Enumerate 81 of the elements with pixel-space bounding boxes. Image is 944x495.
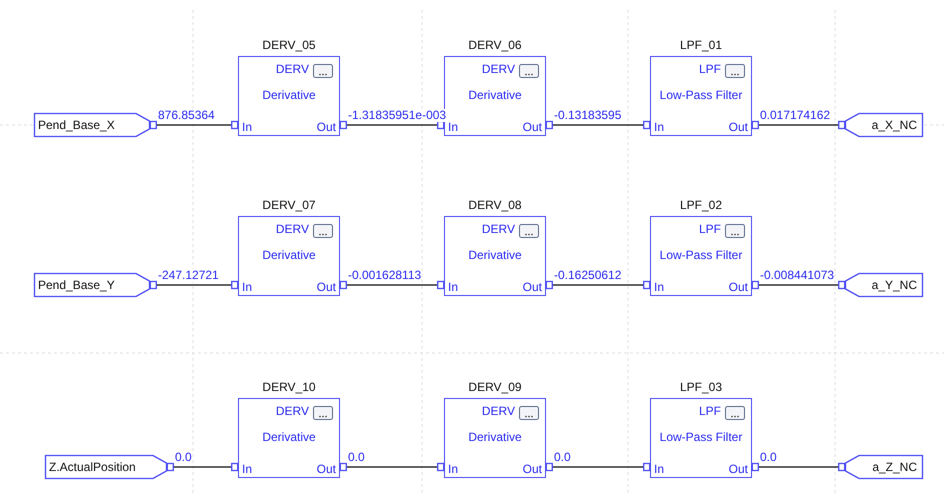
block-description: Derivative bbox=[261, 248, 317, 262]
block-tag-name: DERV_06 bbox=[467, 38, 523, 52]
output-pin-label: Out bbox=[522, 280, 542, 294]
block-tag-name: DERV_10 bbox=[261, 380, 317, 394]
instruction-name: LPF bbox=[698, 222, 721, 236]
block-tag-name: LPF_01 bbox=[678, 38, 724, 52]
wire bbox=[150, 120, 238, 130]
tag-name: Pend_Base_X bbox=[38, 118, 115, 132]
block-tag-name: DERV_05 bbox=[261, 38, 317, 52]
edge-label: 876.85364 bbox=[158, 109, 215, 122]
block-tag-name: LPF_02 bbox=[678, 198, 724, 212]
output-reference-tag bbox=[845, 455, 923, 479]
instruction-name: DERV bbox=[276, 62, 309, 76]
edge-label: 0.0 bbox=[554, 451, 571, 464]
wire bbox=[340, 280, 444, 290]
wire bbox=[546, 280, 650, 290]
input-pin-label: In bbox=[654, 120, 664, 134]
input-pin-label: In bbox=[654, 462, 664, 476]
edge-label: -247.12721 bbox=[158, 269, 219, 282]
block-description: Low-Pass Filter bbox=[658, 430, 744, 444]
block-description: Derivative bbox=[467, 430, 523, 444]
block-tag-name: DERV_08 bbox=[467, 198, 523, 212]
edge-label: -0.16250612 bbox=[554, 269, 622, 282]
block-description: Low-Pass Filter bbox=[658, 88, 744, 102]
instruction-name: DERV bbox=[482, 222, 515, 236]
tag-name: a_Z_NC bbox=[872, 460, 917, 474]
block-description: Derivative bbox=[261, 430, 317, 444]
edge-label: 0.017174162 bbox=[760, 109, 830, 122]
input-pin-label: In bbox=[448, 120, 458, 134]
wire bbox=[752, 120, 846, 130]
output-pin-label: Out bbox=[316, 120, 336, 134]
edge-label: -1.31835951e-003 bbox=[348, 109, 446, 122]
block-tag-name: DERV_09 bbox=[467, 380, 523, 394]
output-pin-label: Out bbox=[728, 120, 748, 134]
output-pin-label: Out bbox=[728, 280, 748, 294]
wire bbox=[546, 120, 650, 130]
instruction-name: LPF bbox=[698, 62, 721, 76]
edge-label: 0.0 bbox=[760, 451, 777, 464]
output-pin-label: Out bbox=[522, 120, 542, 134]
input-reference-tag bbox=[34, 113, 150, 137]
output-pin-label: Out bbox=[522, 462, 542, 476]
wire bbox=[340, 462, 444, 472]
input-reference-tag bbox=[45, 455, 167, 479]
wire bbox=[150, 280, 238, 290]
edge-label: -0.008441073 bbox=[760, 269, 834, 282]
input-pin-label: In bbox=[448, 462, 458, 476]
edge-label: -0.001628113 bbox=[348, 269, 422, 282]
input-pin-label: In bbox=[654, 280, 664, 294]
output-reference-tag bbox=[845, 273, 923, 297]
instruction-name: LPF bbox=[698, 404, 721, 418]
instruction-name: DERV bbox=[276, 404, 309, 418]
wire bbox=[752, 280, 846, 290]
instruction-name: DERV bbox=[276, 222, 309, 236]
input-pin-label: In bbox=[242, 462, 252, 476]
instruction-name: DERV bbox=[482, 62, 515, 76]
edge-label: 0.0 bbox=[175, 451, 192, 464]
wire bbox=[340, 120, 444, 130]
tag-name: Z.ActualPosition bbox=[49, 460, 136, 474]
block-description: Low-Pass Filter bbox=[658, 248, 744, 262]
edge-label: -0.13183595 bbox=[554, 109, 622, 122]
input-reference-tag bbox=[34, 273, 150, 297]
edge-label: 0.0 bbox=[348, 451, 365, 464]
wire bbox=[546, 462, 650, 472]
output-pin-label: Out bbox=[316, 280, 336, 294]
block-tag-name: DERV_07 bbox=[261, 198, 317, 212]
output-pin-label: Out bbox=[316, 462, 336, 476]
wire bbox=[752, 462, 846, 472]
input-pin-label: In bbox=[448, 280, 458, 294]
tag-name: a_Y_NC bbox=[872, 278, 917, 292]
wire bbox=[166, 462, 238, 472]
block-description: Derivative bbox=[467, 88, 523, 102]
input-pin-label: In bbox=[242, 120, 252, 134]
block-tag-name: LPF_03 bbox=[678, 380, 724, 394]
input-pin-label: In bbox=[242, 280, 252, 294]
output-pin-label: Out bbox=[728, 462, 748, 476]
block-description: Derivative bbox=[467, 248, 523, 262]
instruction-name: DERV bbox=[482, 404, 515, 418]
tag-name: Pend_Base_Y bbox=[38, 278, 115, 292]
output-reference-tag bbox=[845, 113, 923, 137]
block-description: Derivative bbox=[261, 88, 317, 102]
tag-name: a_X_NC bbox=[872, 118, 917, 132]
